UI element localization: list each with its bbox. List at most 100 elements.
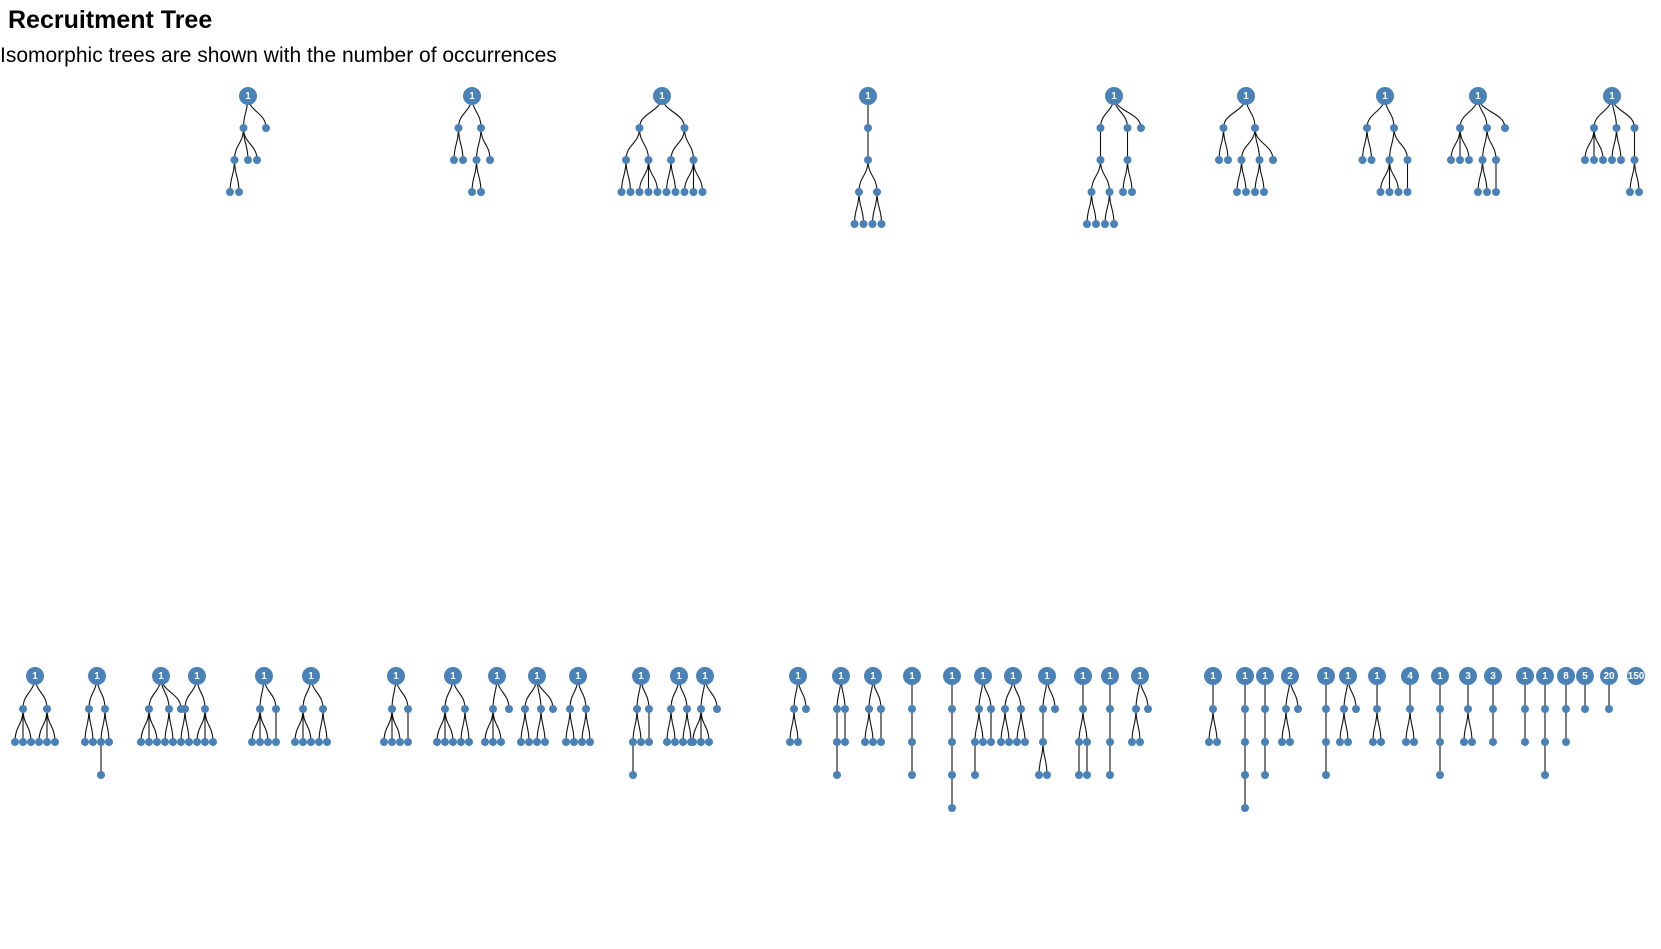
tree-node [864, 156, 872, 164]
tree-edge [453, 127, 460, 161]
tree-edge [1020, 708, 1026, 743]
tree-node [1261, 705, 1269, 713]
tree-node [380, 738, 388, 746]
tree-edge [692, 708, 702, 743]
tree-edge [1122, 159, 1129, 193]
tree-edge [536, 708, 542, 743]
tree-node [841, 705, 849, 713]
tree-node [1051, 705, 1059, 713]
occurrence-count: 1 [1345, 671, 1351, 682]
tree-node [450, 156, 458, 164]
tree-node [1501, 124, 1509, 132]
occurrence-count: 1 [393, 671, 399, 682]
tree-node [1106, 738, 1114, 746]
tree-node [971, 738, 979, 746]
tree-edge [1379, 159, 1391, 193]
tree-node [1541, 738, 1549, 746]
tree-node [864, 124, 872, 132]
tree-node [1237, 156, 1246, 164]
tree-edge [204, 708, 214, 743]
root-node [974, 667, 992, 685]
tree-edge [581, 708, 587, 743]
tree-node [859, 220, 868, 228]
tree-node [299, 738, 307, 746]
tree-node [645, 738, 653, 746]
tree: 1 [1074, 667, 1092, 685]
tree-edge [789, 708, 795, 743]
tree-node [537, 705, 545, 713]
occurrence-count: 1 [1262, 671, 1268, 682]
tree-edge [632, 708, 638, 743]
tree-node [1039, 738, 1047, 746]
tree-node [388, 705, 396, 713]
tree-edge [322, 708, 328, 743]
tree-edge [22, 708, 32, 743]
tree-node [19, 705, 27, 713]
tree-node [256, 705, 264, 713]
tree-node [1456, 124, 1464, 132]
tree-edge [436, 708, 446, 743]
tree-edge [1611, 127, 1618, 161]
tree-node [1219, 124, 1228, 132]
tree-edge [670, 708, 676, 743]
root-node [1536, 667, 1554, 685]
root-node [1557, 667, 1575, 685]
root-node [569, 667, 587, 685]
tree-node [388, 738, 396, 746]
occurrence-count: 1 [575, 671, 581, 682]
tree-node [908, 771, 916, 779]
root-node [302, 667, 320, 685]
tree-node [201, 738, 209, 746]
tree-edge [251, 708, 261, 743]
tree-node [1261, 771, 1269, 779]
tree-node [1376, 188, 1385, 196]
tree-node [169, 738, 177, 746]
tree: 1 [26, 667, 44, 685]
tree-node [637, 738, 645, 746]
tree-node [868, 220, 877, 228]
tree-node [645, 705, 653, 713]
tree-edge [1042, 741, 1048, 776]
tree: 1 [1516, 667, 1534, 685]
occurrence-count: 1 [1137, 671, 1143, 682]
tree-edge [1004, 708, 1010, 743]
tree-node [698, 188, 707, 196]
tree-node [235, 188, 243, 196]
occurrence-count: 1 [469, 91, 475, 102]
tree-node [1269, 156, 1277, 164]
tree-node [319, 705, 327, 713]
tree-node [1483, 188, 1491, 196]
tree-node [1390, 124, 1398, 132]
root-node [488, 667, 506, 685]
root-node [1516, 667, 1534, 685]
occurrence-count: 1 [494, 671, 500, 682]
tree-node [161, 738, 169, 746]
tree-node [315, 738, 323, 746]
tree-edge [647, 159, 659, 193]
tree-node [671, 188, 680, 196]
tree-node [689, 738, 697, 746]
tree-node [680, 124, 689, 132]
tree-node [1352, 705, 1360, 713]
tree-node [1402, 738, 1410, 746]
tree-node [877, 220, 886, 228]
tree-node [489, 705, 497, 713]
tree-node [1128, 188, 1136, 196]
root-node [528, 667, 546, 685]
tree-node [1005, 738, 1013, 746]
occurrence-count: 1 [1382, 91, 1388, 102]
tree-node [635, 188, 644, 196]
tree-node [477, 124, 485, 132]
tree-node [459, 156, 467, 164]
tree-node [841, 738, 849, 746]
tree-node [19, 738, 27, 746]
tree-node [997, 738, 1005, 746]
occurrence-count: 1 [1522, 671, 1528, 682]
tree-node [1377, 738, 1385, 746]
tree-node [181, 705, 189, 713]
tree-node [244, 156, 252, 164]
tree-node [975, 705, 983, 713]
root-node [255, 667, 273, 685]
tree-node [586, 738, 594, 746]
tree-node [1460, 738, 1468, 746]
